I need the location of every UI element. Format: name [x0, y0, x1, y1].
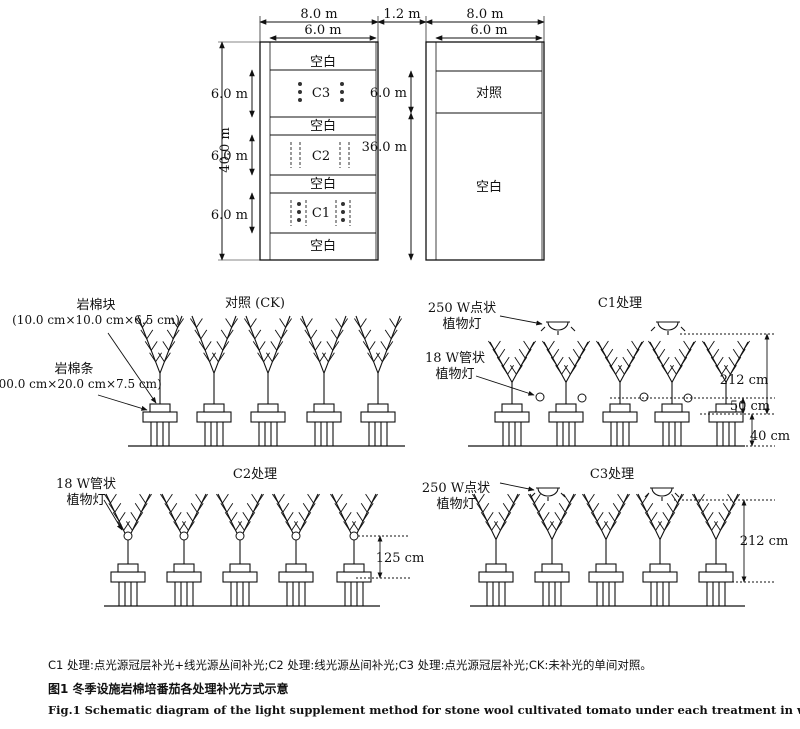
c1-spot-label-1: 250 W点状 [428, 301, 496, 316]
dim-c1-len: 6.0 m [211, 208, 248, 223]
blank-label-2: 空白 [310, 118, 336, 134]
tomato-plant [702, 340, 750, 446]
right-greenhouse-outline [425, 41, 545, 261]
tube-lamp-icon [349, 531, 359, 541]
tomato-plant [244, 315, 292, 446]
tomato-plant [354, 315, 402, 446]
spot-lamp-icon [530, 487, 566, 501]
tomato-plant [190, 315, 238, 446]
tomato-plant [216, 493, 264, 606]
plan-view [218, 16, 545, 261]
tube-lamp-icon [639, 392, 649, 402]
figure-caption-cn: 图1 冬季设施岩棉培番茄各处理补光方式示意 [48, 682, 289, 696]
tomato-plant [648, 340, 696, 446]
tomato-plant [330, 493, 378, 606]
blank-label-right: 空白 [476, 179, 502, 195]
tube-lamps [123, 392, 693, 541]
c2-tube-label-2: 植物灯 [66, 493, 105, 508]
tomato-plant [472, 493, 520, 606]
c2-title: C2处理 [233, 467, 277, 482]
tomato-plant [636, 493, 684, 606]
tomato-plant [582, 493, 630, 606]
tomato-plant [542, 340, 590, 446]
plot-c3-label: C3 [312, 86, 330, 101]
plot-c2-label: C2 [312, 149, 330, 164]
plant-rows [104, 315, 750, 606]
c1-spot-label-2: 植物灯 [442, 317, 481, 332]
tomato-plant [692, 493, 740, 606]
dim-c2-len: 6.0 m [211, 149, 248, 164]
plot-c1-label: C1 [312, 206, 330, 221]
plan-plant-markers [290, 82, 351, 226]
tube-lamp-icon [235, 531, 245, 541]
c3-spot-label-1: 250 W点状 [422, 481, 490, 496]
ground-lines [104, 445, 745, 607]
dim-total-width: 8.0 m [300, 7, 337, 22]
c3-title: C3处理 [590, 467, 634, 482]
dim-right-blank-len: 36.0 m [362, 140, 407, 155]
c1-dim-50: 50 cm [730, 399, 770, 414]
blank-label-1: 空白 [310, 54, 336, 70]
figure-caption-en: Fig.1 Schematic diagram of the light sup… [48, 703, 800, 717]
blank-label-3: 空白 [310, 176, 336, 192]
tomato-plant [528, 493, 576, 606]
ck-strip-label: 岩棉条 [54, 361, 93, 377]
plot-ck-label: 对照 [476, 86, 502, 101]
leader-lines [97, 315, 543, 531]
c1-dim-40: 40 cm [750, 429, 790, 444]
c1-dim-212: 212 cm [720, 373, 769, 388]
tomato-plant [272, 493, 320, 606]
c2-tube-label-1: 18 W管状 [56, 477, 116, 492]
c2-dim-125: 125 cm [376, 551, 425, 566]
spot-lamp-icon [540, 321, 576, 335]
dim-gap: 1.2 m [383, 7, 420, 22]
spot-lamps [530, 321, 686, 501]
c1-tube-label-1: 18 W管状 [425, 351, 485, 366]
ck-title: 对照 (CK) [225, 296, 285, 311]
figure-note: C1 处理:点光源冠层补光+线光源丛间补光;C2 处理:线光源丛间补光;C3 处… [48, 658, 652, 672]
c1-tube-label-2: 植物灯 [435, 367, 474, 382]
tomato-plant [104, 493, 152, 606]
tube-lamp-icon [535, 392, 545, 402]
plan-labels: 8.0 m 6.0 m 1.2 m 8.0 m 6.0 m 40.0 m 6.0… [211, 7, 508, 254]
tomato-plant [300, 315, 348, 446]
dim-right-ck-len: 6.0 m [370, 86, 407, 101]
side-dimensions [356, 333, 775, 583]
tube-lamp-icon [577, 393, 587, 403]
side-labels: 对照 (CK) 岩棉块 (10.0 cm×10.0 cm×6.5 cm) 岩棉条… [0, 296, 790, 566]
tomato-plant [488, 340, 536, 446]
tube-lamp-icon [291, 531, 301, 541]
tomato-plant [136, 315, 184, 446]
spot-lamp-icon [644, 487, 680, 501]
ck-strip-dims: (100.0 cm×20.0 cm×7.5 cm) [0, 377, 162, 391]
schematic-figure: 8.0 m 6.0 m 1.2 m 8.0 m 6.0 m 40.0 m 6.0… [0, 7, 790, 607]
left-greenhouse-outline [259, 41, 379, 261]
spot-lamp-icon [650, 321, 686, 335]
c3-dim-212: 212 cm [740, 534, 789, 549]
tube-lamp-icon [123, 531, 133, 541]
dim-c3-len: 6.0 m [211, 87, 248, 102]
blank-label-4: 空白 [310, 238, 336, 254]
c1-title: C1处理 [598, 296, 642, 311]
tomato-plant [596, 340, 644, 446]
dim-right-inner-width: 6.0 m [470, 23, 507, 38]
c3-spot-label-2: 植物灯 [436, 497, 475, 512]
dim-inner-width: 6.0 m [304, 23, 341, 38]
ck-block-dims: (10.0 cm×10.0 cm×6.5 cm) [12, 313, 180, 327]
dim-total-length: 40.0 m [218, 127, 233, 172]
dim-right-total-width: 8.0 m [466, 7, 503, 22]
ck-block-label: 岩棉块 [76, 298, 115, 313]
tomato-plant [160, 493, 208, 606]
tube-lamp-icon [179, 531, 189, 541]
